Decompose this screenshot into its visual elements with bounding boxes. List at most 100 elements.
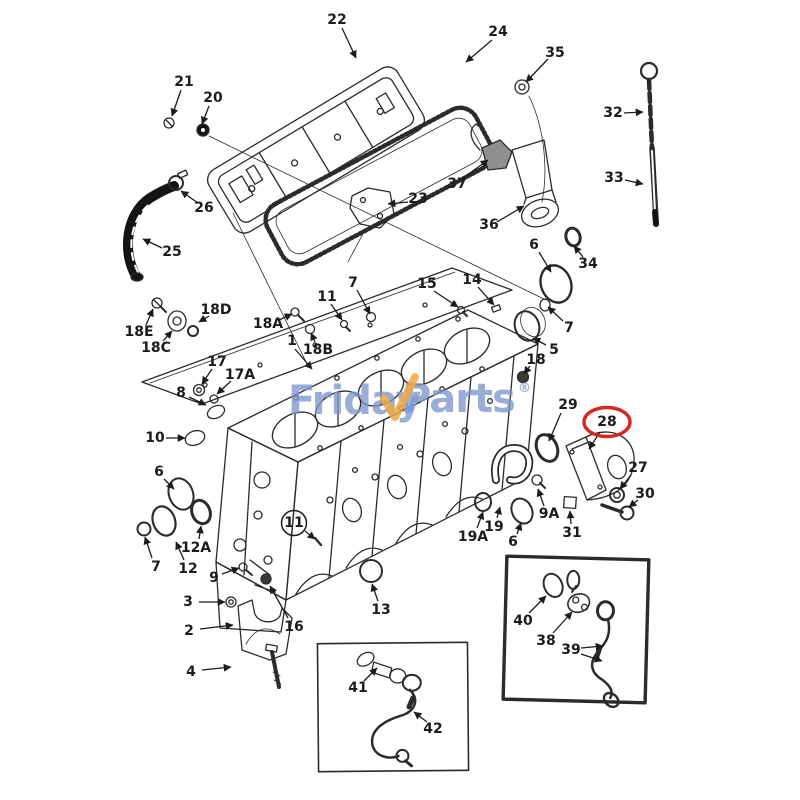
- callout-arrow-15: [433, 290, 459, 308]
- callout-arrow-14: [477, 286, 495, 306]
- callout-arrow-25: [142, 238, 163, 249]
- callout-35: 35: [545, 45, 564, 61]
- callout-arrow-13: [370, 583, 379, 602]
- callout-arrow-11: [304, 530, 316, 540]
- callout-arrow-6: [163, 478, 175, 490]
- callout-arrow-17A: [216, 380, 232, 395]
- callout-37: 37: [447, 176, 466, 192]
- callout-40: 40: [513, 613, 533, 629]
- callout-arrow-42: [413, 711, 428, 723]
- callout-arrow-9: [221, 566, 240, 575]
- callout-18E: 18E: [124, 324, 153, 340]
- callout-11: 11: [317, 289, 336, 305]
- breather-hose: [122, 169, 189, 282]
- callout-42: 42: [423, 721, 442, 737]
- callout-arrow-19: [494, 506, 502, 519]
- callout-arrow-38: [552, 611, 573, 634]
- dipstick: [639, 61, 659, 227]
- callout-arrow-7: [547, 306, 564, 322]
- callout-28: 28: [597, 414, 616, 430]
- callout-11: 11: [284, 515, 303, 531]
- callout-21: 21: [174, 74, 193, 90]
- callout-41: 41: [348, 680, 367, 696]
- callout-6: 6: [529, 237, 539, 253]
- callout-arrow-16: [269, 585, 289, 619]
- callout-arrow-2: [199, 622, 234, 630]
- bearing-cap-group: [225, 559, 383, 689]
- block-side-face: [285, 343, 539, 601]
- callout-arrow-6: [538, 251, 552, 273]
- watermark-check-icon: [380, 373, 419, 421]
- callout-arrow-39: [580, 642, 604, 651]
- callout-arrow-12A: [196, 525, 204, 540]
- callout-32: 32: [603, 105, 622, 121]
- top-small-parts: [339, 264, 573, 384]
- callout-7: 7: [348, 275, 358, 291]
- callout-34: 34: [578, 256, 598, 272]
- callout-arrow-5: [532, 337, 547, 346]
- callout-10: 10: [145, 430, 165, 446]
- callout-8: 8: [176, 385, 186, 401]
- callout-arrow-4: [201, 663, 232, 672]
- callout-12A: 12A: [181, 540, 211, 556]
- callout-17A: 17A: [225, 367, 255, 383]
- callout-arrow-8: [188, 396, 207, 406]
- callout-arrow-18: [523, 365, 532, 375]
- callout-arrow-7: [143, 536, 153, 559]
- callout-18D: 18D: [200, 302, 231, 318]
- callout-arrow-26: [180, 190, 199, 204]
- callout-arrow-18A: [278, 313, 293, 321]
- callout-25: 25: [162, 244, 181, 260]
- callout-7: 7: [564, 320, 574, 336]
- left-small-parts: [136, 297, 316, 537]
- callout-36: 36: [479, 217, 498, 233]
- callout-arrow-6: [514, 522, 523, 535]
- callout-arrow-19A: [476, 511, 485, 529]
- callout-9A: 9A: [539, 506, 560, 522]
- callout-27: 27: [628, 460, 647, 476]
- callout-arrow-18E: [145, 308, 154, 326]
- callout-13: 13: [371, 602, 390, 618]
- callout-26: 26: [194, 200, 213, 216]
- watermark: Friday Parts ®: [288, 373, 531, 424]
- callout-arrow-34: [573, 245, 584, 258]
- highlight-circle-28: [582, 405, 632, 439]
- callout-arrow-37: [462, 159, 489, 179]
- callout-arrow-36: [496, 205, 525, 223]
- callout-6: 6: [154, 464, 164, 480]
- callout-arrow-22: [341, 27, 357, 59]
- callout-arrow-39: [580, 653, 603, 663]
- callout-24: 24: [488, 24, 508, 40]
- callout-arrow-12: [175, 541, 185, 561]
- callout-20: 20: [203, 90, 223, 106]
- callout-arrow-41: [363, 667, 378, 682]
- callout-arrow-33: [624, 178, 644, 187]
- breather-bracket: [470, 123, 513, 171]
- inset-box-sender: [316, 641, 470, 773]
- callout-7: 7: [151, 559, 161, 575]
- callout-2: 2: [184, 623, 194, 639]
- valve-cover-gasket: [263, 105, 495, 267]
- callout-6: 6: [508, 534, 518, 550]
- cover-screw-and-grommet: [163, 117, 547, 367]
- inset-box-sensor: [501, 554, 651, 709]
- callout-9: 9: [209, 570, 219, 586]
- callout-18: 18: [526, 352, 545, 368]
- callout-17: 17: [207, 354, 226, 370]
- callout-arrow-29: [548, 412, 562, 442]
- callout-18C: 18C: [141, 340, 171, 356]
- callout-31: 31: [562, 525, 581, 541]
- callout-15: 15: [417, 276, 436, 292]
- callout-arrow-31: [566, 510, 575, 525]
- callout-4: 4: [186, 664, 196, 680]
- callout-22: 22: [327, 12, 346, 28]
- cover-plate: [347, 187, 395, 263]
- line-art: [122, 61, 659, 773]
- callout-arrow-24: [465, 39, 493, 63]
- callout-14: 14: [462, 272, 482, 288]
- callout-19A: 19A: [458, 529, 488, 545]
- callout-arrow-18C: [162, 330, 173, 342]
- callout-arrow-40: [528, 595, 547, 614]
